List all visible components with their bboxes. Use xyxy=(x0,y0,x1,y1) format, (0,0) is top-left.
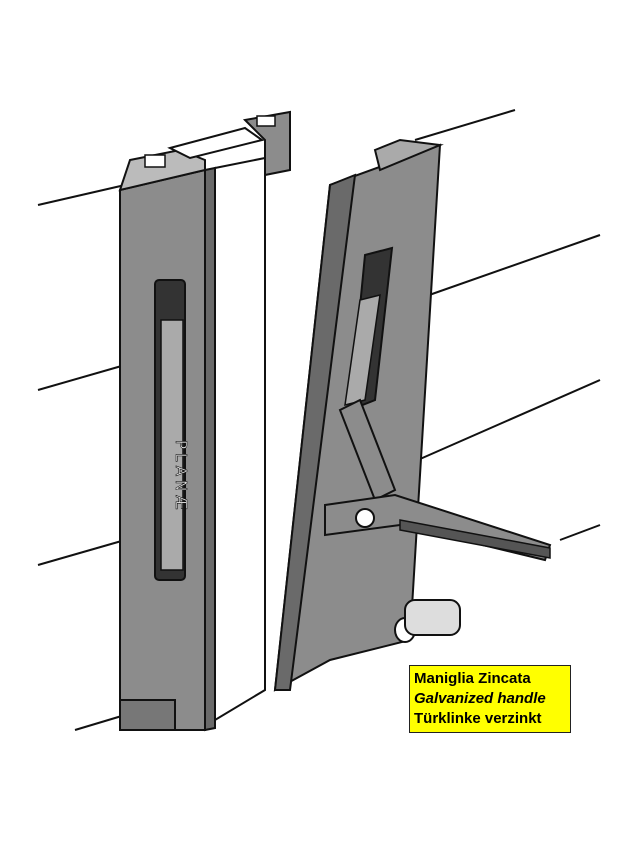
background-panel-lines xyxy=(37,109,601,731)
caption-italian: Maniglia Zincata xyxy=(414,670,531,687)
brand-engraving: PLANÆ xyxy=(172,440,190,514)
caption-english: Galvanized handle xyxy=(414,690,546,707)
caption-german: Türklinke verzinkt xyxy=(414,710,542,727)
handle-lever xyxy=(324,398,552,562)
left-frame-profile xyxy=(118,110,291,732)
hinge-roller xyxy=(394,599,461,643)
caption-label: Maniglia Zincata Galvanized handle Türkl… xyxy=(409,665,571,733)
